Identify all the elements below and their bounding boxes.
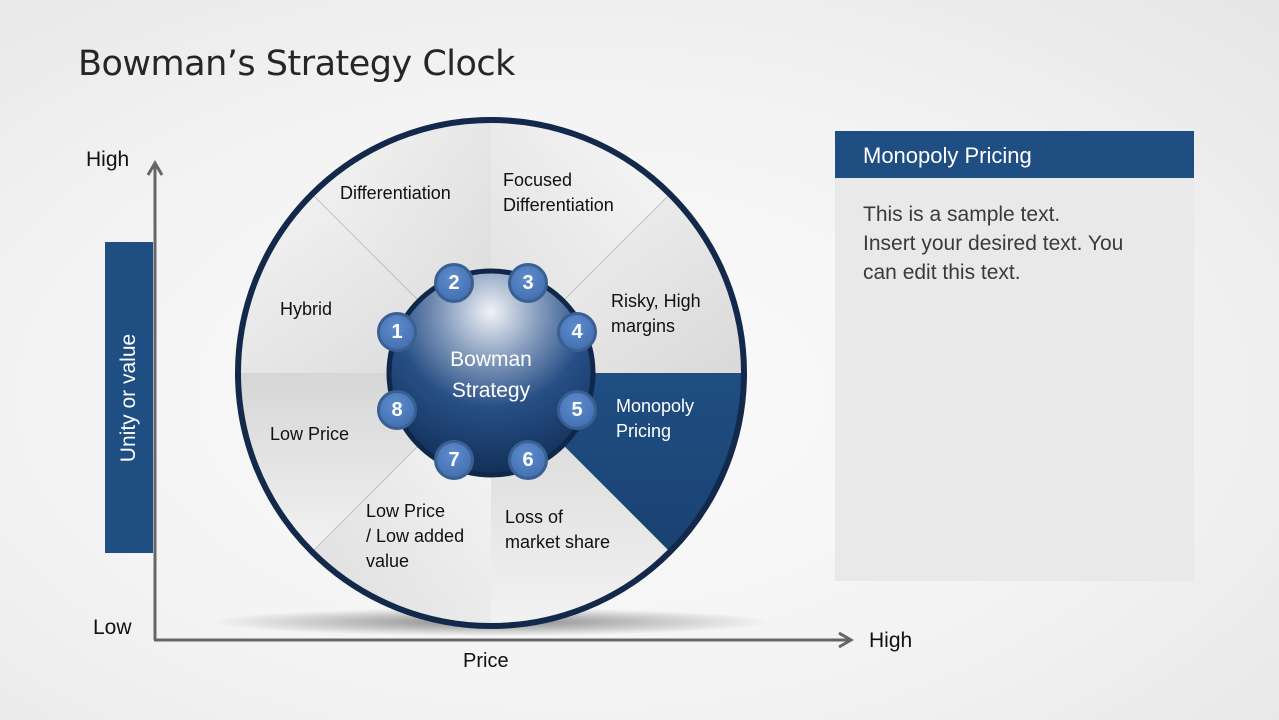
label-low-price-low-added-value: Low Price / Low added value <box>366 499 464 574</box>
y-axis-low-label: Low <box>93 616 132 639</box>
node-5[interactable]: 5 <box>557 390 597 430</box>
center-label-line1: Bowman <box>450 348 532 371</box>
node-3[interactable]: 3 <box>508 263 548 303</box>
label-line: Risky, High <box>611 291 701 311</box>
panel-body-line: Insert your desired text. You <box>863 232 1124 255</box>
axes <box>146 160 854 649</box>
label-differentiation: Differentiation <box>340 183 451 203</box>
label-low-price: Low Price <box>270 424 350 444</box>
node-1[interactable]: 1 <box>377 312 417 352</box>
label-hybrid: Hybrid <box>280 299 333 319</box>
label-line: / Low added <box>366 526 465 546</box>
label-line: margins <box>611 316 676 336</box>
label-line: market share <box>505 532 611 552</box>
panel-body: This is a sample text. Insert your desir… <box>835 178 1194 309</box>
label-line: Low Price <box>366 501 446 521</box>
y-axis-title-band: Unity or value <box>105 242 153 553</box>
clock-outer-ring <box>235 117 747 629</box>
label-line: value <box>366 551 410 571</box>
label-line: Differentiation <box>503 195 614 215</box>
node-4[interactable]: 4 <box>557 312 597 352</box>
x-axis-title: Price <box>463 650 509 672</box>
panel-body-line: This is a sample text. <box>863 203 1061 226</box>
panel-body-line: can edit this text. <box>863 261 1021 284</box>
label-monopoly-pricing: Monopoly Pricing <box>616 394 694 444</box>
label-line: Loss of <box>505 507 564 527</box>
node-2[interactable]: 2 <box>434 263 474 303</box>
center-label-line2: Strategy <box>451 379 531 402</box>
label-risky-high-margins: Risky, High margins <box>611 289 701 339</box>
label-line: Monopoly <box>616 396 695 416</box>
description-panel: Monopoly Pricing This is a sample text. … <box>835 131 1194 581</box>
panel-heading: Monopoly Pricing <box>835 131 1194 178</box>
label-focused-differentiation: Focused Differentiation <box>503 168 614 218</box>
slide-title: Bowman’s Strategy Clock <box>78 44 515 84</box>
x-axis-high-label: High <box>869 629 913 652</box>
node-6[interactable]: 6 <box>508 440 548 480</box>
node-7[interactable]: 7 <box>434 440 474 480</box>
center-label: Bowman Strategy <box>421 344 561 406</box>
label-line: Focused <box>503 170 573 190</box>
label-loss-of-market-share: Loss of market share <box>505 505 610 555</box>
label-line: Pricing <box>616 421 672 441</box>
node-8[interactable]: 8 <box>377 390 417 430</box>
y-axis-high-label: High <box>86 148 130 171</box>
center-sphere <box>386 268 596 478</box>
